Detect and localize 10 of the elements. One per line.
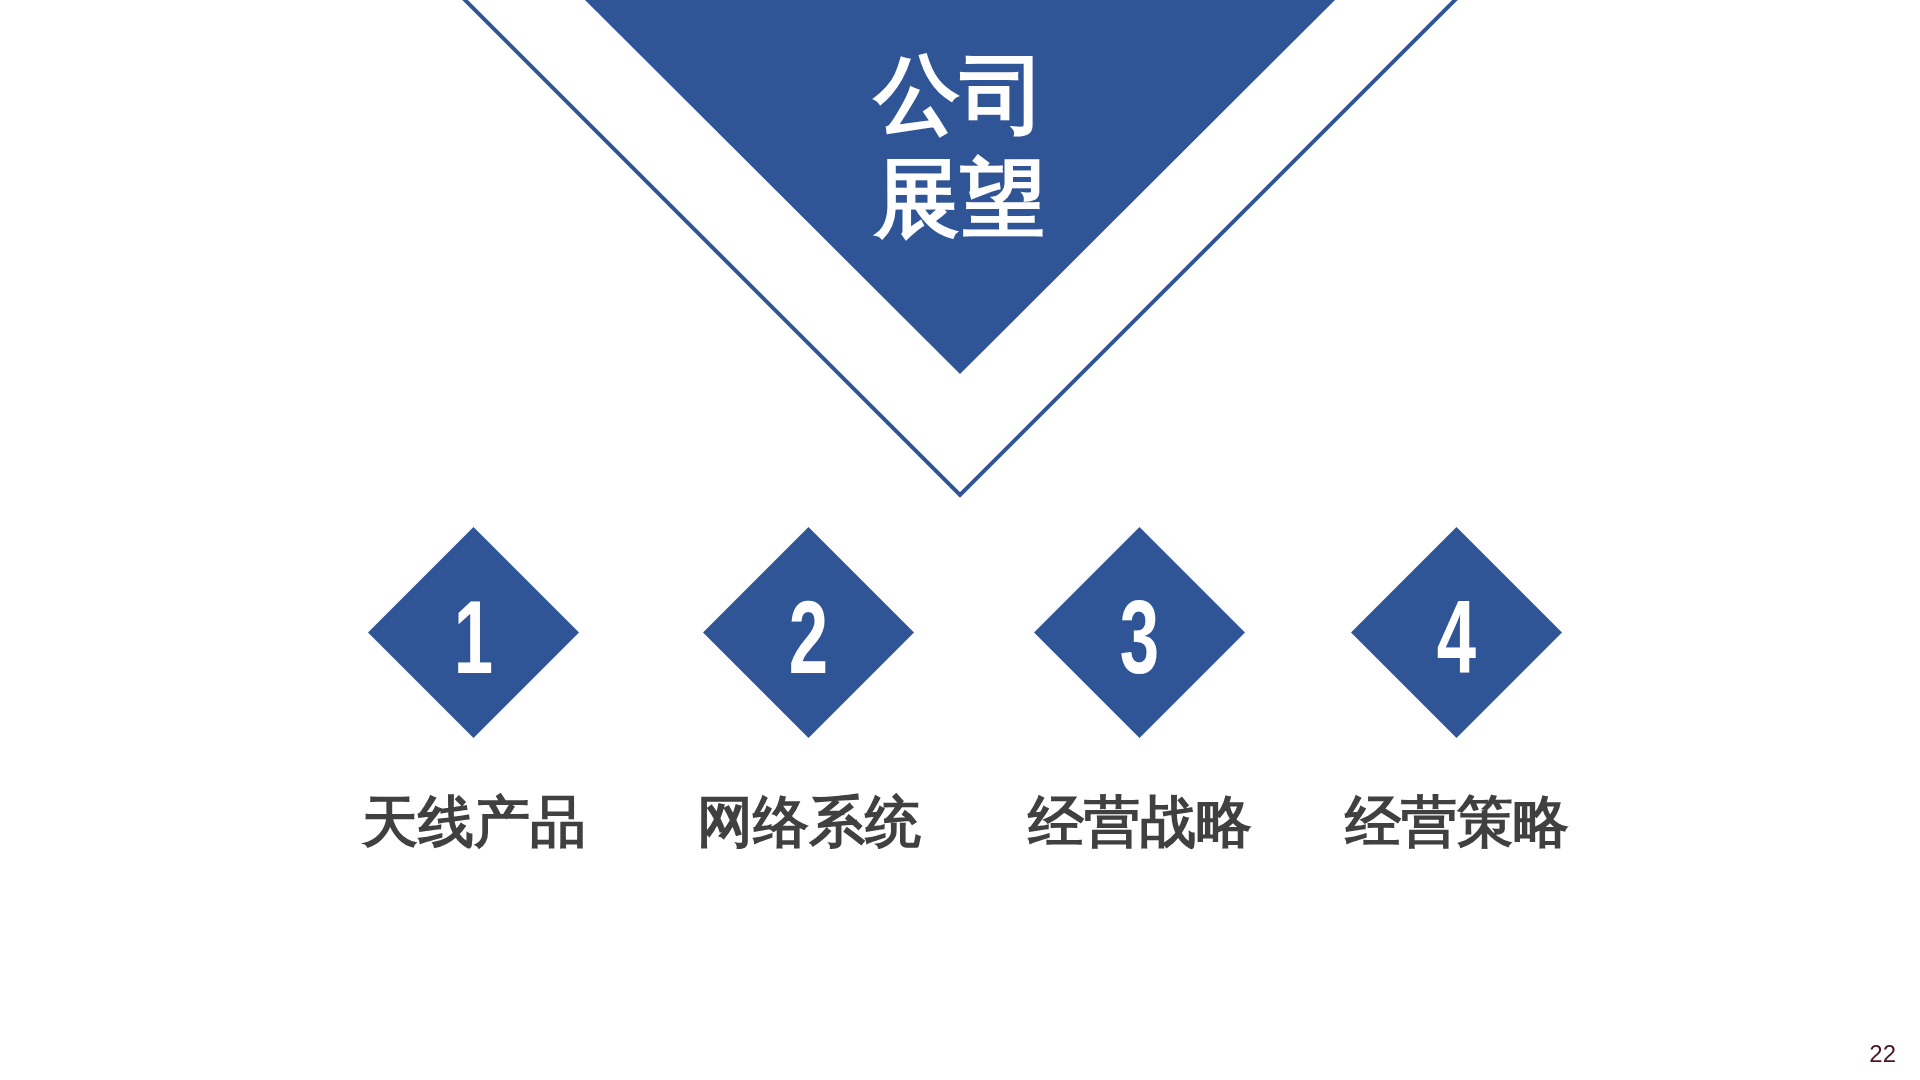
step-label: 天线产品	[361, 790, 586, 855]
step-label: 网络系统	[696, 790, 921, 855]
step-label: 经营策略	[1344, 790, 1569, 855]
step-number: 3	[1118, 584, 1161, 689]
title-text: 公司展望	[872, 43, 1047, 250]
step-number: 1	[452, 584, 495, 689]
step-number: 2	[787, 584, 830, 689]
page-number: 22	[1869, 1042, 1896, 1066]
step-number: 4	[1435, 584, 1478, 689]
step-label: 经营战略	[1027, 790, 1252, 855]
